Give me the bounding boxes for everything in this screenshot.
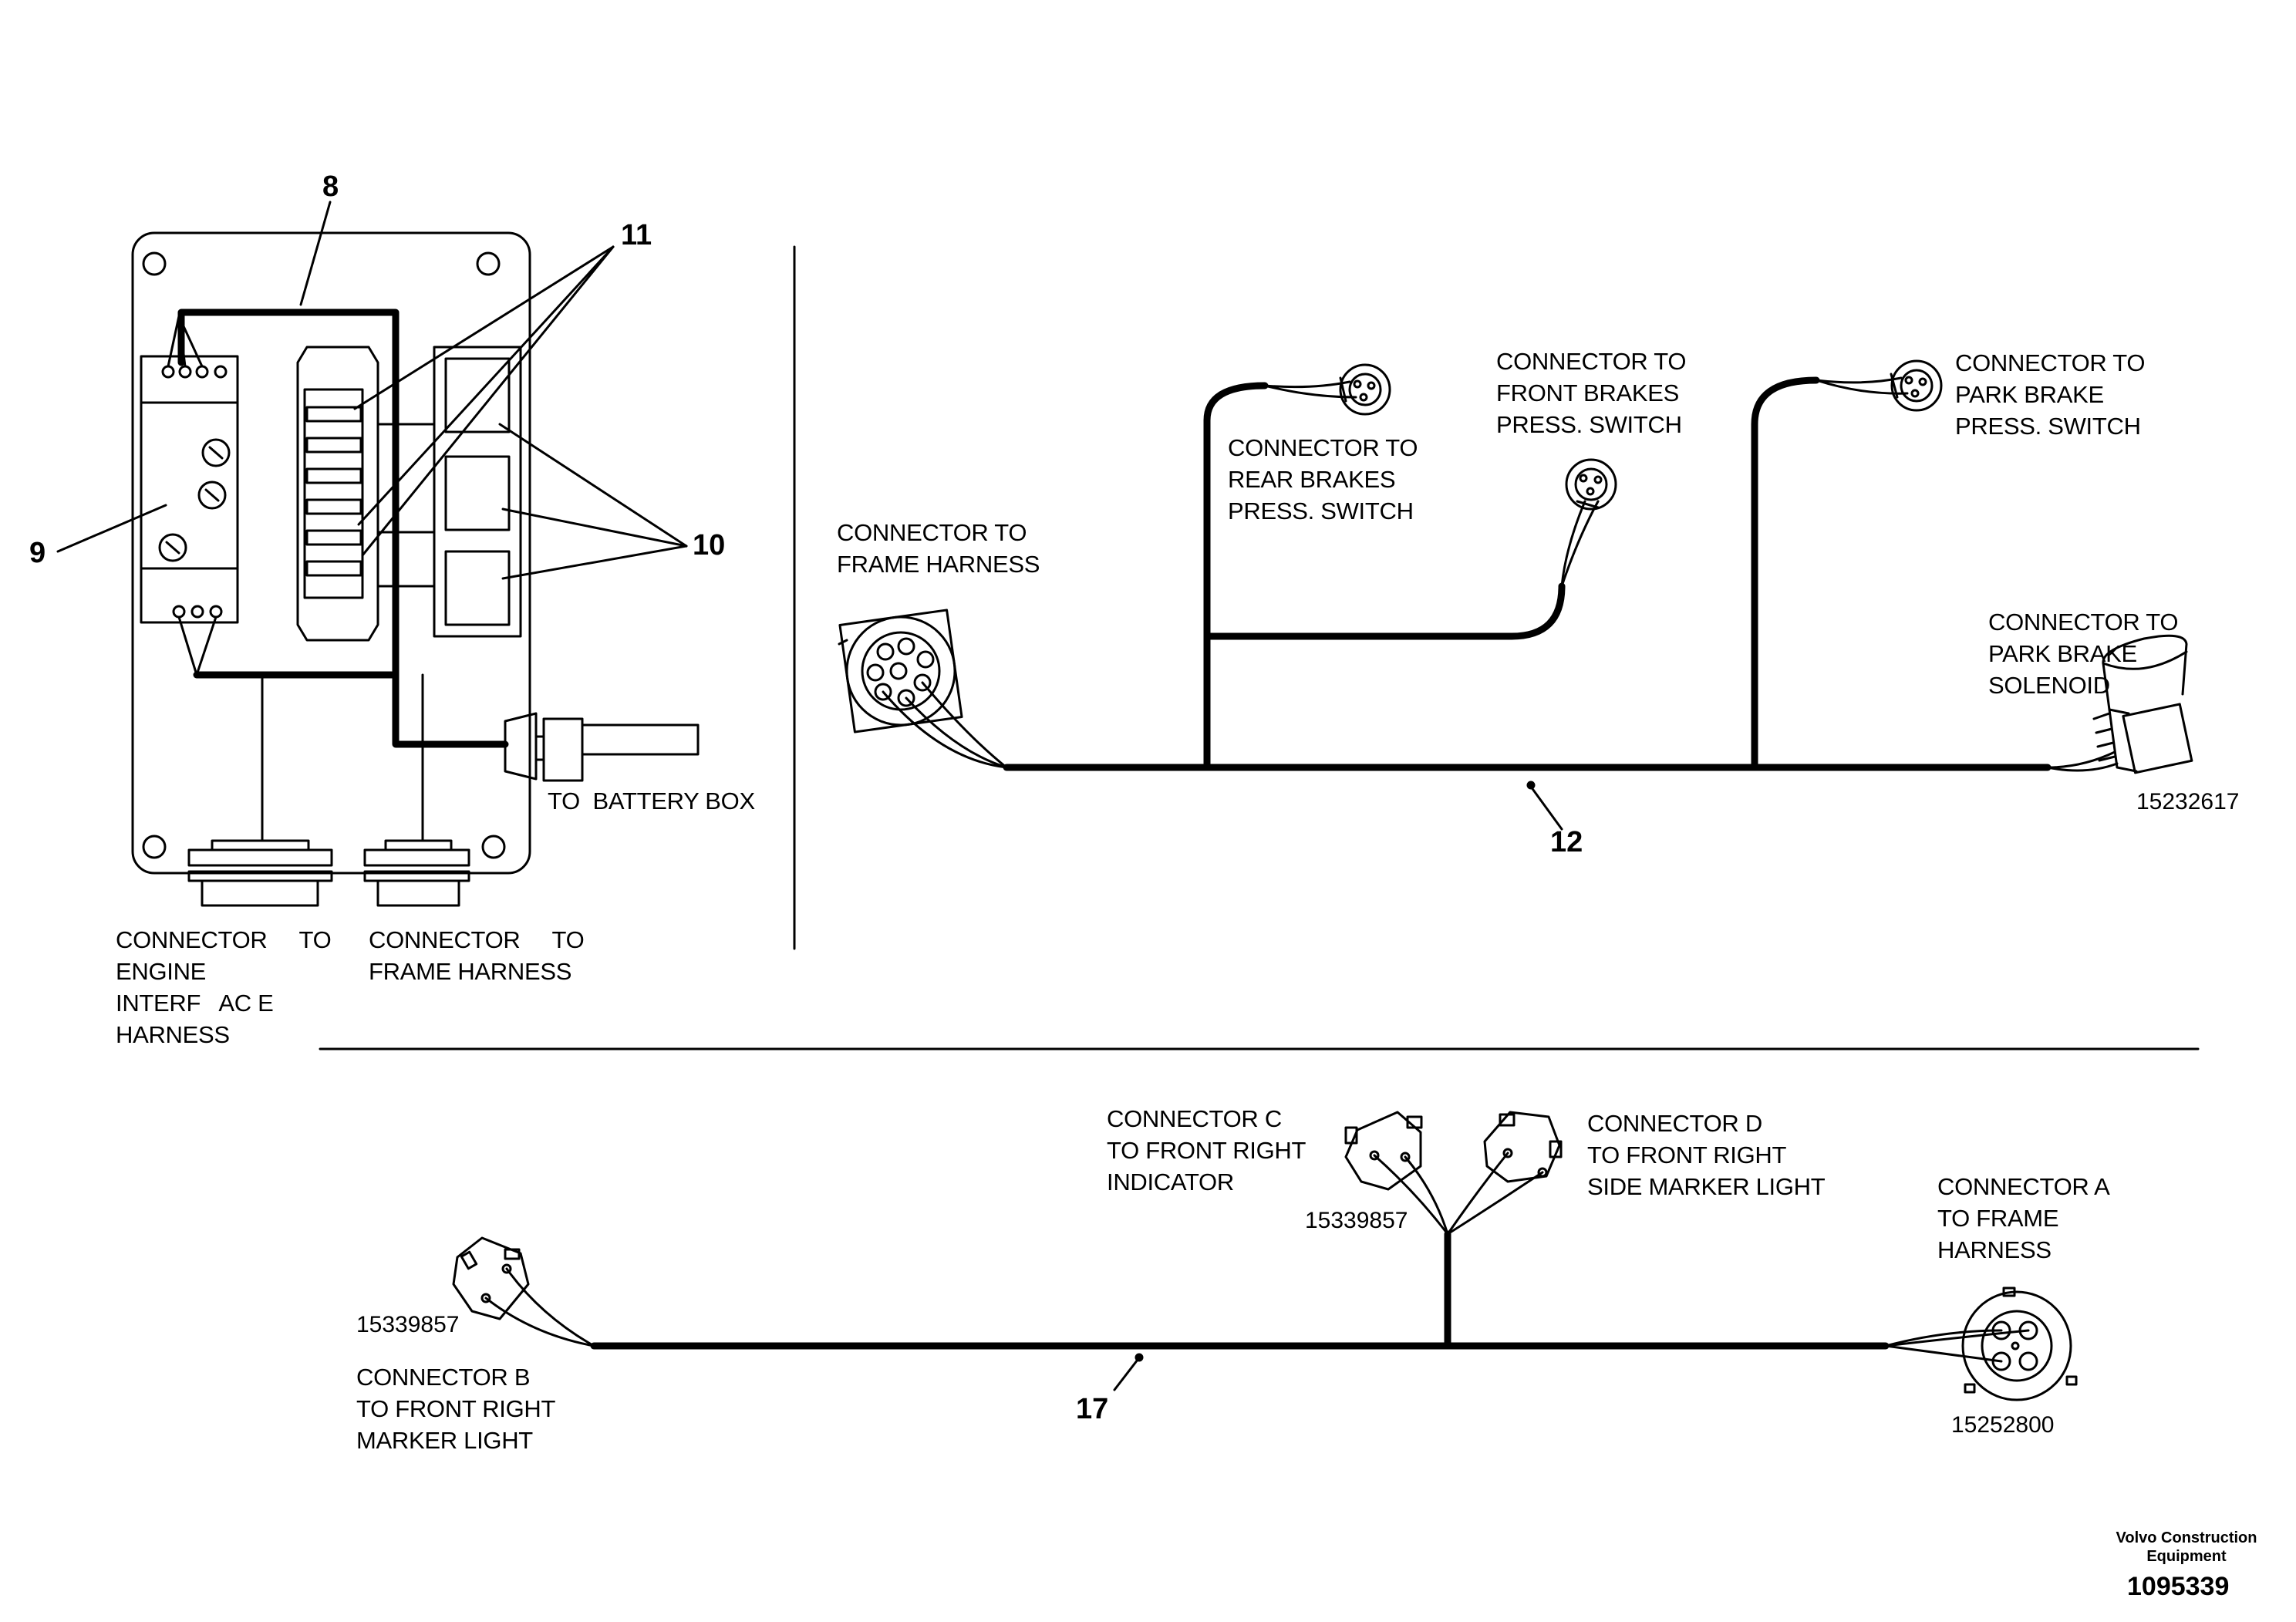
callout-8: 8 bbox=[322, 170, 339, 203]
junction-box bbox=[131, 231, 700, 907]
label-connector-a: CONNECTOR A TO FRAME HARNESS bbox=[1937, 1173, 2110, 1263]
callout-12: 12 bbox=[1550, 826, 1583, 858]
callout-10: 10 bbox=[693, 529, 726, 561]
label-frame-harness-connector-12: CONNECTOR TO FRAME HARNESS bbox=[837, 519, 1040, 578]
front-brakes-switch-connector bbox=[1560, 458, 1617, 588]
connector-a bbox=[1884, 1286, 2078, 1401]
brand-name: Volvo Construction Equipment bbox=[2116, 1529, 2257, 1565]
label-engine-interface-connector: CONNECTOR TO ENGINE INTERF AC E HARNESS bbox=[116, 926, 332, 1048]
harness-17 bbox=[452, 1111, 2078, 1401]
park-brake-switch-connector bbox=[1815, 359, 1943, 412]
relay-sockets bbox=[376, 346, 522, 638]
part-number-solenoid: 15232617 bbox=[2136, 789, 2240, 814]
label-frame-harness-connector-box: CONNECTOR TO FRAME HARNESS bbox=[369, 926, 585, 985]
callout-9: 9 bbox=[29, 537, 46, 569]
part-number-connector-a: 15252800 bbox=[1951, 1412, 2055, 1438]
label-connector-d: CONNECTOR D TO FRONT RIGHT SIDE MARKER L… bbox=[1587, 1110, 1826, 1200]
park-brake-solenoid-connector bbox=[2046, 634, 2193, 774]
box-bottom-connectors bbox=[187, 673, 470, 907]
document-number: 1095339 bbox=[2127, 1572, 2230, 1601]
part-number-connector-b: 15339857 bbox=[356, 1312, 460, 1337]
connector-d bbox=[1446, 1111, 1563, 1236]
part-number-connector-c: 15339857 bbox=[1305, 1208, 1408, 1233]
label-battery-box: TO BATTERY BOX bbox=[548, 787, 755, 814]
internal-bus-wire bbox=[177, 309, 509, 748]
fuse-holder bbox=[296, 346, 379, 642]
label-park-brake-solenoid: CONNECTOR TO PARK BRAKE SOLENOID bbox=[1988, 609, 2179, 699]
callout-11: 11 bbox=[621, 219, 652, 251]
label-rear-brakes-switch: CONNECTOR TO REAR BRAKES PRESS. SWITCH bbox=[1228, 434, 1418, 524]
callout-17: 17 bbox=[1076, 1393, 1109, 1425]
connector-b bbox=[452, 1236, 595, 1347]
label-connector-c: CONNECTOR C TO FRONT RIGHT INDICATOR bbox=[1107, 1105, 1306, 1195]
connector-c bbox=[1344, 1111, 1449, 1236]
harness-12 bbox=[838, 359, 2193, 831]
relay-module bbox=[140, 355, 239, 624]
label-park-brake-switch: CONNECTOR TO PARK BRAKE PRESS. SWITCH bbox=[1955, 349, 2146, 440]
label-connector-b: CONNECTOR B TO FRONT RIGHT MARKER LIGHT bbox=[356, 1364, 556, 1454]
label-front-brakes-switch: CONNECTOR TO FRONT BRAKES PRESS. SWITCH bbox=[1496, 348, 1687, 438]
frame-harness-connector-12 bbox=[838, 609, 1008, 769]
battery-cable-gland bbox=[504, 712, 700, 782]
rear-brakes-switch-connector bbox=[1263, 363, 1391, 416]
